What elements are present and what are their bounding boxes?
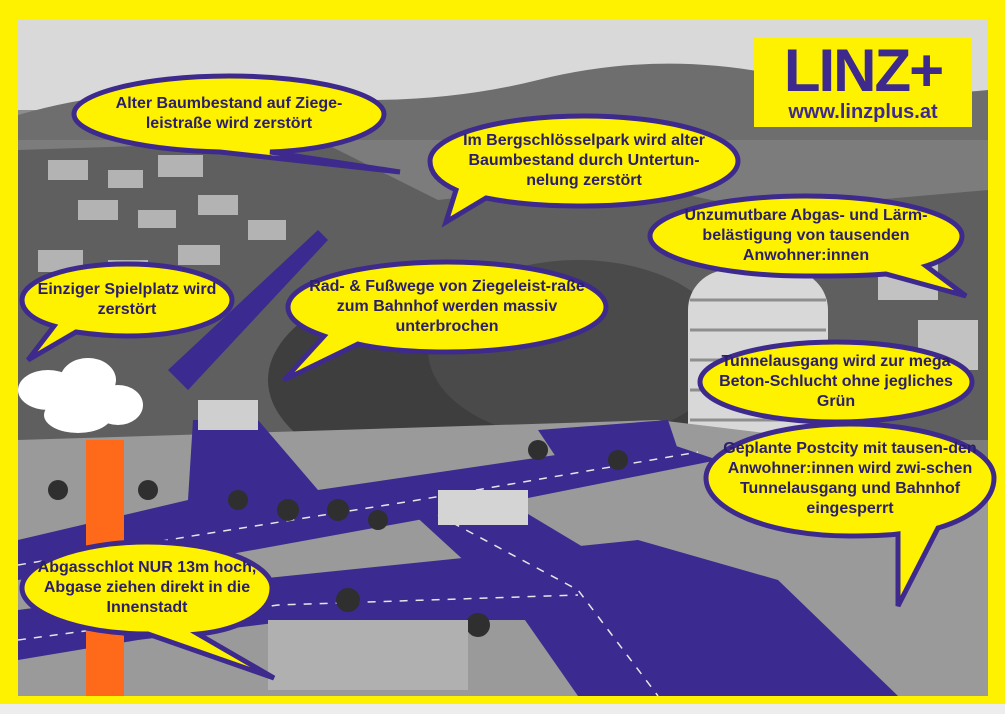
bubble-shape bbox=[427, 113, 741, 228]
speech-bubble-abgas-laerm: Unzumutbare Abgas- und Lärm-belästigung … bbox=[646, 192, 968, 299]
logo-url: www.linzplus.at bbox=[788, 101, 938, 123]
speech-bubble-bergschloesselpark: Im Bergschlösselpark wird alter Baumbest… bbox=[426, 112, 742, 228]
bubble-text: Geplante Postcity mit tausen-den Anwohne… bbox=[723, 440, 977, 517]
bubble-shape bbox=[647, 193, 968, 299]
bubble-text: Abgasschlot NUR 13m hoch, Abgase ziehen … bbox=[37, 559, 257, 616]
bubble-shape bbox=[19, 261, 235, 363]
bubble-text: Einziger Spielplatz wird zerstört bbox=[37, 281, 217, 318]
bottom-strip bbox=[0, 704, 1005, 714]
bubble-text: Unzumutbare Abgas- und Lärm-belästigung … bbox=[684, 207, 928, 264]
bubble-shape bbox=[703, 421, 997, 608]
bubble-text: Alter Baumbestand auf Ziege-leistraße wi… bbox=[115, 95, 343, 132]
bubble-shape bbox=[19, 539, 276, 681]
bubble-text: Tunnelausgang wird zur mega Beton-Schluc… bbox=[719, 353, 953, 410]
speech-bubble-tunnelausgang: Tunnelausgang wird zur mega Beton-Schluc… bbox=[696, 338, 976, 426]
logo-wordmark: LINZ+ bbox=[783, 37, 944, 104]
bubble-text: Rad- & Fußwege von Ziegeleist-raße zum B… bbox=[309, 278, 585, 335]
speech-bubble-abgasschlot: Abgasschlot NUR 13m hoch, Abgase ziehen … bbox=[18, 538, 276, 681]
linzplus-logo: LINZ+ www.linzplus.at bbox=[754, 37, 972, 127]
speech-bubble-baumbestand: Alter Baumbestand auf Ziege-leistraße wi… bbox=[70, 72, 401, 175]
speech-bubble-rad-fusswege: Rad- & Fußwege von Ziegeleist-raße zum B… bbox=[282, 258, 610, 383]
bubble-shape bbox=[71, 73, 401, 175]
speech-bubble-postcity: Geplante Postcity mit tausen-den Anwohne… bbox=[702, 420, 998, 608]
bubble-shape bbox=[282, 259, 609, 383]
speech-bubble-spielplatz: Einziger Spielplatz wird zerstört bbox=[18, 260, 236, 363]
bubble-text: Im Bergschlösselpark wird alter Baumbest… bbox=[463, 132, 705, 189]
